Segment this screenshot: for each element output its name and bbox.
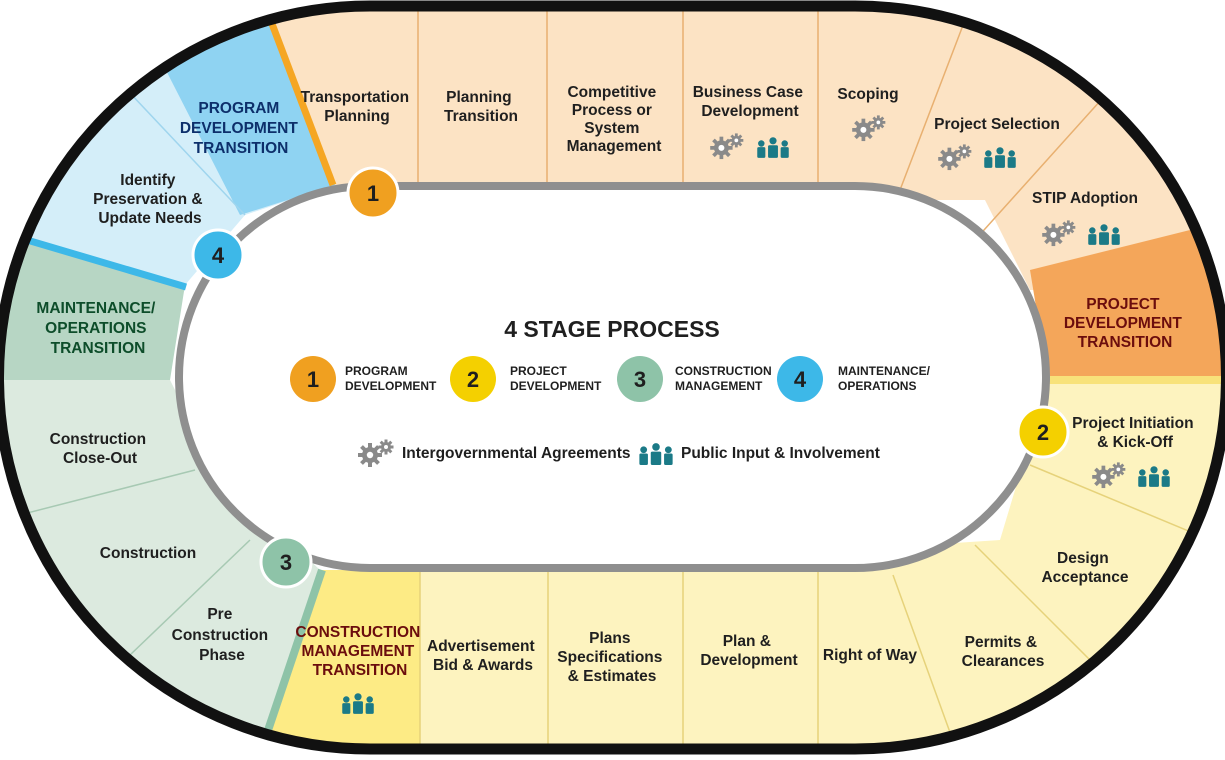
divider-stage4 [0, 228, 187, 291]
icon-key-agreements: Intergovernmental Agreements [402, 445, 631, 462]
segment-pre-construction: Pre Construction Phase [172, 606, 273, 664]
legend-item-4: 4 MAINTENANCE/ OPERATIONS [777, 356, 933, 402]
segment-identify-preservation: Identify Preservation & Update Needs [93, 172, 207, 227]
stage-badge-1: 1 [346, 166, 400, 220]
segment-project-development-transition: PROJECT DEVELOPMENT TRANSITION [1064, 296, 1186, 351]
segment-competitive-process: Competitive Process or System Management [567, 84, 662, 155]
svg-text:2: 2 [1037, 420, 1049, 445]
legend-label-3: CONSTRUCTION MANAGEMENT [675, 364, 775, 393]
segment-planning-transition: Planning Transition [444, 89, 518, 125]
segment-project-selection: Project Selection [934, 116, 1060, 133]
svg-text:3: 3 [634, 367, 646, 392]
stage-badges: 1 2 3 4 [191, 166, 1070, 589]
svg-text:1: 1 [307, 367, 319, 392]
svg-text:2: 2 [467, 367, 479, 392]
segment-stip-adoption: STIP Adoption [1032, 190, 1138, 207]
segment-program-development-transition: PROGRAM DEVELOPMENT TRANSITION [180, 100, 302, 157]
top-dividers [417, 6, 1111, 241]
divider-stage3 [254, 568, 326, 749]
segment-business-case: Business Case Development [693, 84, 808, 120]
segment-maintenance-transition-bg [0, 230, 185, 380]
segment-design-acceptance: Design Acceptance [1041, 550, 1128, 586]
stage-badge-4: 4 [191, 228, 245, 282]
bottom-dividers [419, 464, 1211, 749]
svg-text:1: 1 [367, 181, 379, 206]
svg-text:4: 4 [794, 367, 807, 392]
segment-right-of-way: Right of Way [823, 647, 918, 664]
diagram-title: 4 STAGE PROCESS [504, 316, 720, 342]
segment-labels: Transportation Planning Planning Transit… [36, 84, 1198, 685]
svg-text:3: 3 [280, 550, 292, 575]
segment-permits: Permits & Clearances [962, 634, 1045, 670]
legend-item-3: 3 CONSTRUCTION MANAGEMENT [617, 356, 775, 402]
segment-maintenance-transition: MAINTENANCE/ OPERATIONS TRANSITION [36, 300, 159, 357]
stage-badge-2: 2 [1016, 405, 1070, 459]
legend-label-2: PROJECT DEVELOPMENT [510, 364, 602, 393]
segment-construction-management-transition: CONSTRUCTION MANAGEMENT TRANSITION [295, 624, 424, 679]
legend-item-1: 1 PROGRAM DEVELOPMENT [290, 356, 437, 402]
segment-closeout: Construction Close-Out [50, 431, 151, 467]
legend-label-1: PROGRAM DEVELOPMENT [345, 364, 437, 393]
stage-badge-3: 3 [259, 535, 313, 589]
segment-construction: Construction [100, 545, 196, 562]
svg-text:4: 4 [212, 243, 225, 268]
segment-transportation-planning: Transportation Planning [301, 89, 414, 125]
divider-stage1 [259, 6, 337, 187]
segment-scoping: Scoping [837, 86, 898, 103]
track-inner [175, 182, 1050, 572]
legend-item-2: 2 PROJECT DEVELOPMENT [450, 356, 602, 402]
stage-legend: 1 PROGRAM DEVELOPMENT 2 PROJECT DEVELOPM… [290, 356, 933, 402]
icon-key: Intergovernmental Agreements Public Inpu… [356, 438, 880, 468]
segment-construction-transition-bg [256, 570, 420, 749]
legend-label-4: MAINTENANCE/ OPERATIONS [838, 364, 933, 393]
segment-project-initiation: Project Initiation & Kick-Off [1072, 415, 1198, 451]
segment-project-development-transition-bg [1030, 220, 1225, 380]
segment-plan-development: Plan & Development [700, 633, 797, 669]
left-dividers [0, 469, 251, 656]
icon-key-public-input: Public Input & Involvement [681, 445, 880, 462]
segment-plans-specifications: Plans Specifications & Estimates [557, 630, 666, 685]
segment-advertisement: Advertisement Bid & Awards [427, 638, 539, 674]
